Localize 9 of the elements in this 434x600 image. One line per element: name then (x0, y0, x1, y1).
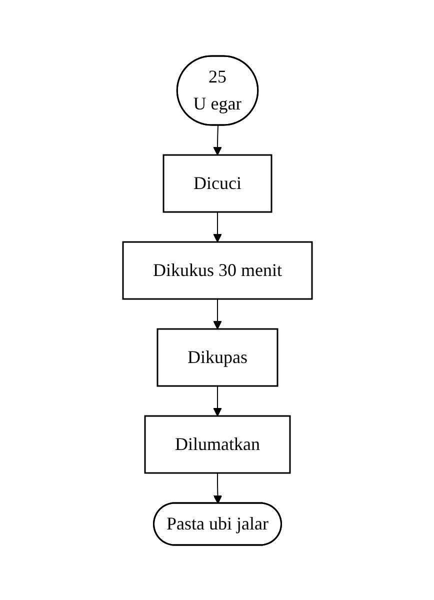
arrow (212, 472, 222, 504)
node-box: Dikupas (156, 328, 278, 386)
node-box: Dikukus 30 menit (122, 240, 312, 300)
arrow (212, 211, 222, 242)
node-box: Dilumatkan (144, 414, 290, 474)
arrow (212, 124, 222, 155)
node-box: Dicuci (162, 154, 272, 212)
arrow (212, 385, 222, 416)
arrow (212, 298, 222, 329)
